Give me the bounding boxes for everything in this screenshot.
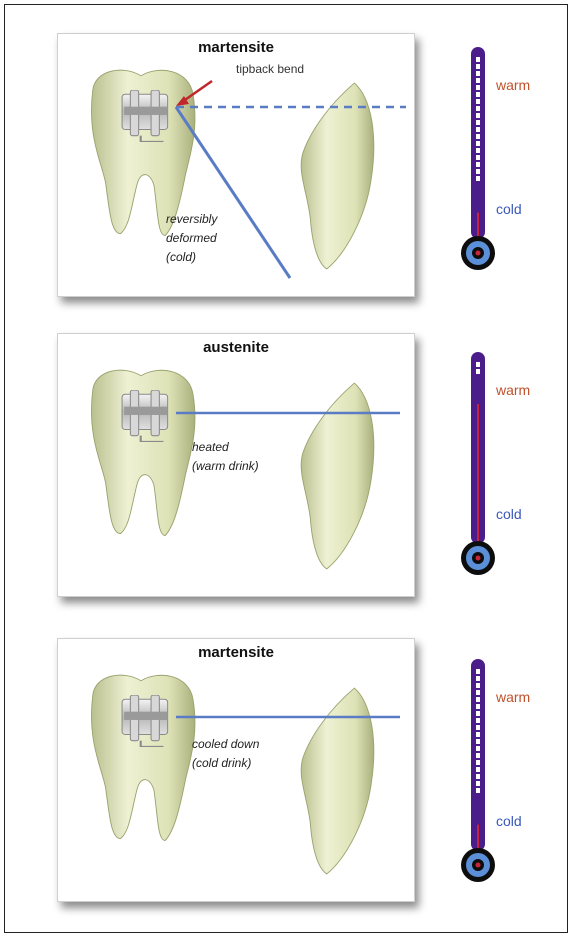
panel-martensite-deformed: martensite tipback bend reversibly defor… — [57, 33, 415, 297]
thermometer-bulb-dot — [476, 556, 481, 561]
cold-label: cold — [496, 201, 522, 217]
cold-label: cold — [496, 813, 522, 829]
thermometer-graphic — [456, 43, 496, 273]
note-line: (cold drink) — [192, 754, 259, 773]
note-line: (cold) — [166, 248, 217, 267]
tipback-bend-label: tipback bend — [236, 62, 304, 76]
thermometer-graphic — [456, 348, 496, 578]
panel-austenite-heated: austenite heated (warm drink) — [57, 333, 415, 597]
thermometer-bulb-dot — [476, 251, 481, 256]
thermometer-3: warm cold — [456, 655, 536, 885]
panel-martensite-cooled: martensite cooled down (cold drink) — [57, 638, 415, 902]
note-line: reversibly — [166, 210, 217, 229]
note-line: heated — [192, 438, 259, 457]
thermometer-bulb-dot — [476, 863, 481, 868]
panel-note: reversibly deformed (cold) — [166, 210, 217, 267]
panel-note: heated (warm drink) — [192, 438, 259, 476]
note-line: deformed — [166, 229, 217, 248]
incisor-tooth — [301, 83, 374, 269]
panel-title: martensite — [58, 644, 414, 661]
panel-note: cooled down (cold drink) — [192, 735, 259, 773]
incisor-tooth — [301, 383, 374, 569]
warm-label: warm — [496, 77, 530, 93]
panel-title: martensite — [58, 39, 414, 56]
panel-title: austenite — [58, 339, 414, 356]
thermometer-2: warm cold — [456, 348, 536, 578]
note-line: cooled down — [192, 735, 259, 754]
cold-label: cold — [496, 506, 522, 522]
warm-label: warm — [496, 382, 530, 398]
warm-label: warm — [496, 689, 530, 705]
thermometer-graphic — [456, 655, 496, 885]
thermometer-1: warm cold — [456, 43, 536, 273]
note-line: (warm drink) — [192, 457, 259, 476]
